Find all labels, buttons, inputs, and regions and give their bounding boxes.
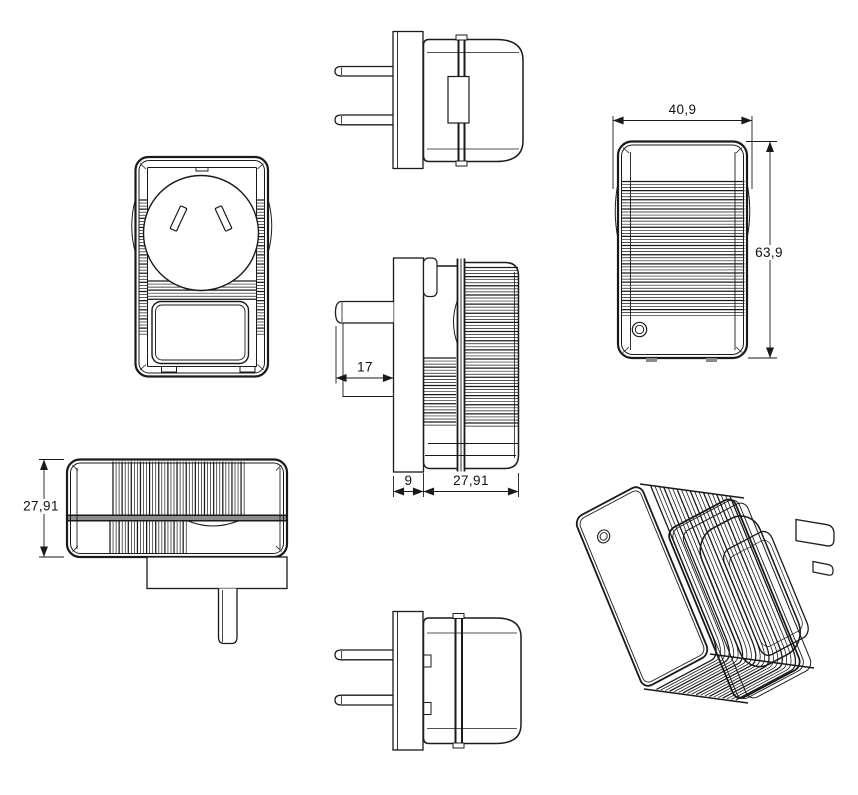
label-plate <box>151 300 250 365</box>
rib-band <box>465 266 518 427</box>
dimension-text-pin-length: 17 <box>357 360 373 375</box>
iso-pin-lower <box>812 560 834 576</box>
dimension-body-width: 40,9 <box>612 102 753 189</box>
rib-line <box>667 487 735 693</box>
body-outline <box>422 617 522 745</box>
iso-seam-ring <box>670 497 806 702</box>
silhouette-bottom-edge <box>643 688 749 704</box>
iso-cord-hole <box>596 528 612 546</box>
plug-pin <box>217 588 238 645</box>
rib-band <box>112 461 245 515</box>
iso-flange-plate <box>693 508 807 675</box>
view-bottom <box>334 610 522 751</box>
seam-tab <box>452 613 465 619</box>
rib-line <box>725 495 792 700</box>
pin-base-detail <box>423 654 432 668</box>
clip-detail <box>447 75 470 124</box>
dimension-body-height: 63,9 <box>746 141 790 359</box>
pin-recess <box>342 323 394 397</box>
view-top <box>334 30 524 170</box>
rib-band <box>622 180 745 317</box>
body-outline <box>422 38 524 163</box>
rib-line <box>685 489 752 695</box>
dimension-text-flange-depth: 9 <box>405 473 413 488</box>
flange-plate <box>146 556 288 590</box>
socket-face-circle <box>142 174 260 292</box>
front-shell-outline <box>422 265 458 470</box>
rib-band <box>649 485 797 701</box>
dimension-text-body-width: 40,9 <box>669 102 697 117</box>
back-shell-outline <box>464 261 520 470</box>
circle-bulge-edge <box>453 299 458 345</box>
iso-seam-ring <box>666 496 802 701</box>
plug-pin <box>334 114 395 126</box>
silhouette-right-edge <box>709 653 815 669</box>
dimension-text-body-thickness: 27,91 <box>23 499 59 514</box>
iso-pin-upper <box>795 518 835 547</box>
silhouette-top-edge <box>639 483 745 499</box>
cord-hole <box>631 321 648 338</box>
view-isometric <box>574 484 834 703</box>
view-left-side: 27,91 <box>18 458 289 645</box>
dimension-body-thickness: 27,91 <box>18 459 64 558</box>
view-front-socket <box>131 155 273 378</box>
flange-plate <box>392 610 424 751</box>
side-bulge-right <box>267 198 273 254</box>
bottom-tab <box>646 358 657 362</box>
dimension-pin-length: 17 <box>335 326 394 384</box>
rib-line <box>676 488 744 694</box>
plug-pin <box>334 694 395 706</box>
view-side: 17 9 27,91 <box>334 257 520 497</box>
flange-plate <box>392 257 425 473</box>
bottom-tab <box>161 366 177 373</box>
rib-line <box>707 492 774 698</box>
rib-line <box>720 494 788 700</box>
side-bulge-right <box>746 182 751 240</box>
seam-tab <box>452 742 465 749</box>
rib-line <box>681 489 748 694</box>
front-outer-shell <box>134 155 270 378</box>
dimension-text-body-depth: 27,91 <box>453 473 489 488</box>
bottom-tab <box>239 366 256 373</box>
pin-base-detail <box>423 702 432 715</box>
rib-line <box>689 490 757 696</box>
rib-line <box>654 485 721 691</box>
seam-tab <box>455 34 468 41</box>
plug-pin <box>334 649 395 661</box>
latch-tab <box>422 257 438 298</box>
seam-tab <box>455 160 468 167</box>
rib-band <box>109 521 187 553</box>
socket-slot-right <box>214 205 233 232</box>
socket-slot-left <box>169 205 188 232</box>
rib-band <box>256 199 265 335</box>
view-back: 40,9 63,9 <box>612 102 790 362</box>
iso-plug-cap <box>720 528 811 659</box>
side-bulge-left <box>614 182 619 240</box>
flange-plate <box>392 30 424 170</box>
rib-line <box>702 492 770 698</box>
rib-band <box>423 357 456 426</box>
dimension-text-body-height: 63,9 <box>755 245 783 260</box>
side-bulge-left <box>131 198 136 254</box>
back-outer-shell <box>616 140 749 360</box>
dimension-body-depth: 27,91 <box>423 473 519 497</box>
rib-line <box>729 495 797 701</box>
bottom-tab <box>706 358 717 362</box>
plug-pin <box>334 65 395 77</box>
circle-bulge-edge <box>187 520 239 527</box>
rib-line <box>716 493 783 699</box>
plug-pin <box>334 300 394 324</box>
iso-back-cap-ring <box>681 500 814 701</box>
dimension-flange-depth: 9 <box>393 473 424 497</box>
